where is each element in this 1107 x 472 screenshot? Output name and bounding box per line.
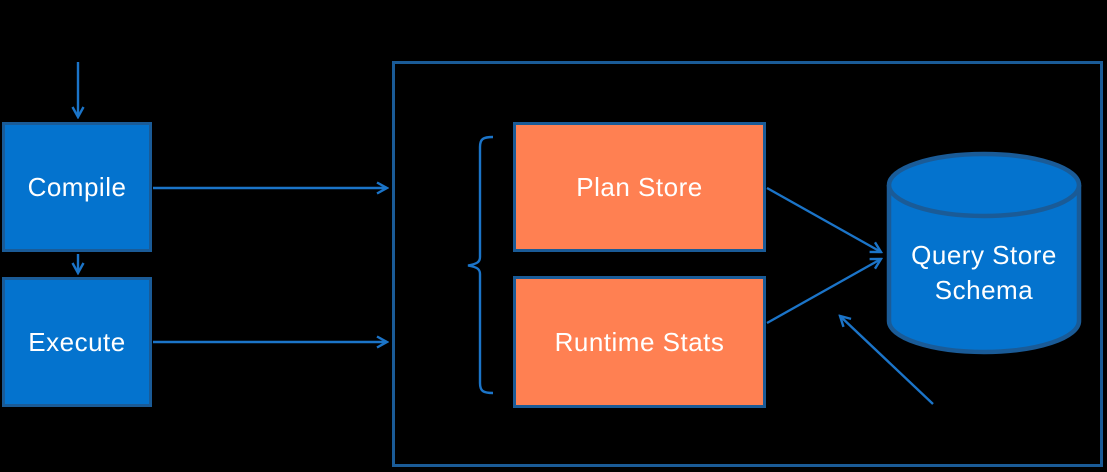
runtime-stats-node: Runtime Stats (513, 276, 766, 408)
plan-store-node: Plan Store (513, 122, 766, 252)
execute-label: Execute (28, 326, 126, 357)
runtime-stats-label: Runtime Stats (554, 326, 725, 357)
execute-node: Execute (2, 277, 152, 407)
compile-node: Compile (2, 122, 152, 252)
query-store-container-box (392, 61, 1103, 467)
compile-label: Compile (27, 171, 127, 202)
plan-store-label: Plan Store (576, 171, 703, 202)
